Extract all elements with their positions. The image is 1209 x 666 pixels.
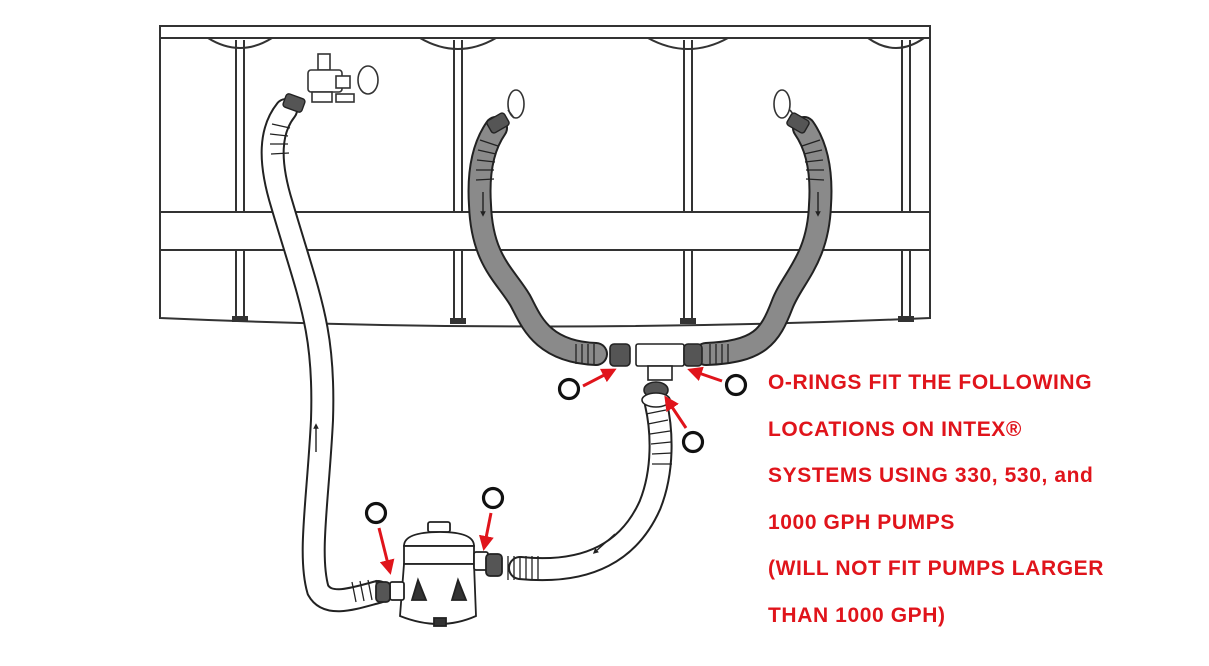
filter-pump xyxy=(375,521,503,627)
flow-arrows xyxy=(313,192,821,554)
leg-feet xyxy=(232,316,914,324)
gray-hose-left xyxy=(469,118,606,364)
note-line: LOCATIONS ON INTEX® xyxy=(768,417,1022,441)
note-line: O-RINGS FIT THE FOLLOWING xyxy=(768,371,1093,394)
t-joint xyxy=(419,37,497,50)
t-joint xyxy=(647,37,729,50)
note-line: THAN 1000 GPH) xyxy=(768,603,946,627)
leg xyxy=(901,40,911,318)
outlet-strainer-left xyxy=(507,89,525,119)
leg xyxy=(453,40,463,320)
leg xyxy=(683,40,693,320)
red-arrow-icon xyxy=(478,512,494,551)
t-joint xyxy=(867,37,925,49)
white-hose-outlet-outline xyxy=(508,392,673,582)
red-arrow-icon xyxy=(582,368,617,388)
note-line: SYSTEMS USING 330, 530, and xyxy=(768,464,1094,488)
inlet-valve xyxy=(307,53,379,103)
red-arrow-icon xyxy=(664,395,688,429)
o-ring-circle-icon xyxy=(681,430,705,454)
hose-end-nuts xyxy=(282,93,810,134)
gray-hose-right xyxy=(696,118,831,364)
o-ring-circle-icon xyxy=(557,377,581,401)
o-ring-circle-icon xyxy=(364,501,388,525)
hose-corrugations xyxy=(269,123,825,603)
white-hose-outlet xyxy=(510,394,671,580)
note-line: (WILL NOT FIT PUMPS LARGER xyxy=(768,557,1105,581)
o-ring-circle-icon xyxy=(481,486,505,510)
top-rail xyxy=(159,25,931,39)
t-joint xyxy=(207,37,273,49)
note-line: 1000 GPH PUMPS xyxy=(768,510,955,534)
o-ring-callouts xyxy=(364,366,748,575)
red-arrow-icon xyxy=(377,527,395,575)
white-hose-inlet xyxy=(262,100,388,611)
gray-hose-right-outline xyxy=(694,116,833,366)
tee-connector xyxy=(609,343,703,408)
red-arrow-icon xyxy=(687,366,723,383)
leg xyxy=(235,40,245,318)
o-ring-circle-icon xyxy=(724,373,748,397)
o-ring-compatibility-note: O-RINGS FIT THE FOLLOWING LOCATIONS ON I… xyxy=(768,368,1198,648)
